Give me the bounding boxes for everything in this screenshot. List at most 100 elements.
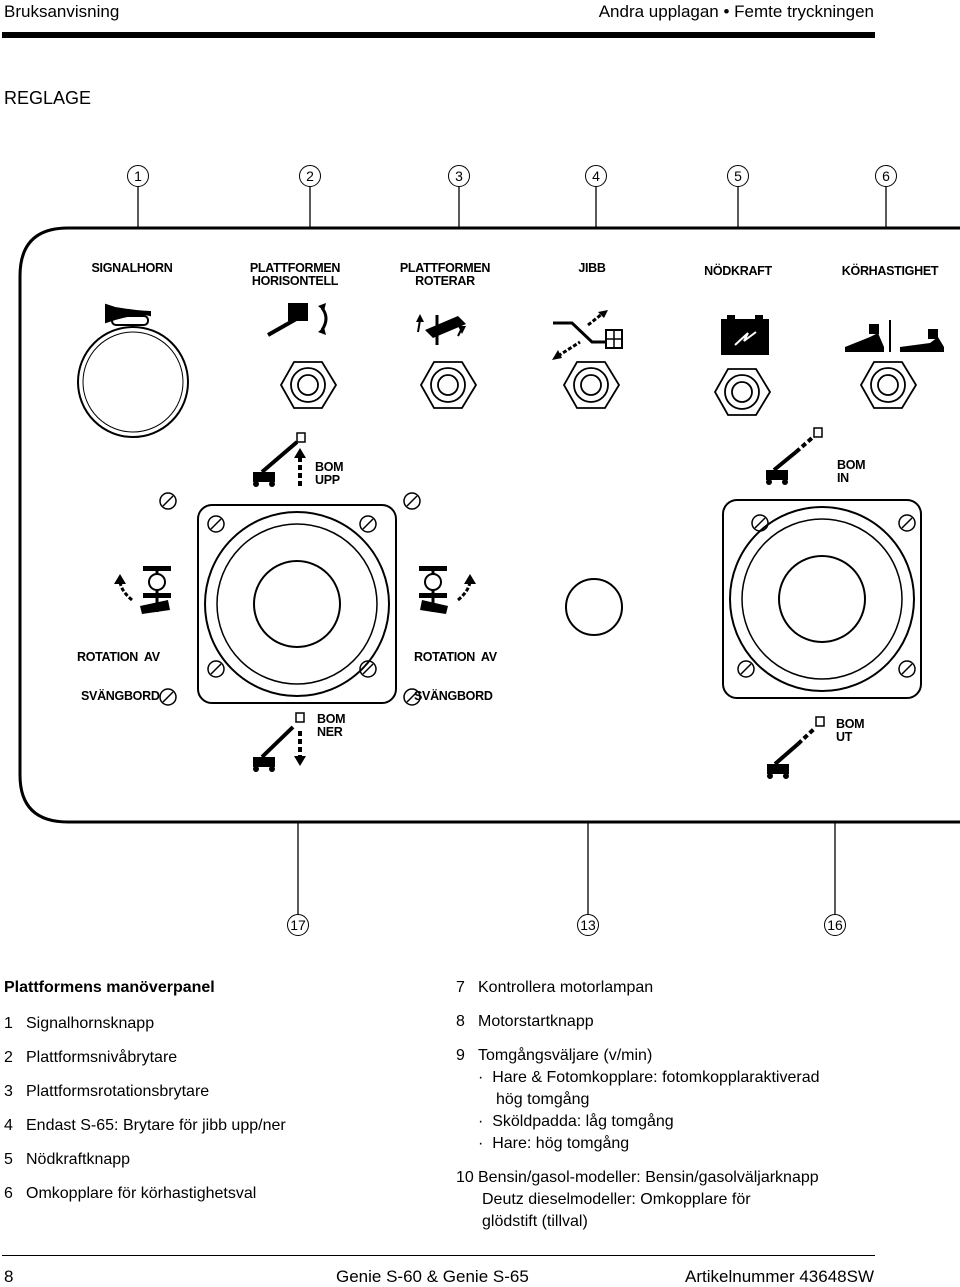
label-bom-upp-1: BOM: [315, 460, 344, 474]
right-joystick: [722, 499, 922, 699]
screws: [159, 492, 916, 706]
legend-subtext: Sköldpadda: låg tomgång: [492, 1113, 674, 1130]
toggle-switch-4: [562, 361, 621, 409]
legend-subtext: Deutz dieselmodeller: Omkopplare för: [482, 1191, 751, 1208]
label-platform-rotate-1: PLATTFORMEN: [399, 261, 491, 275]
footer-title: Genie S-60 & Genie S-65: [336, 1267, 529, 1286]
legend-item: 9 Tomgångsväljare (v/min): [456, 1045, 896, 1067]
legend-subitem-cont: glödstift (tillval): [456, 1211, 896, 1233]
toggle-switch-2: [279, 361, 338, 409]
signal-horn-button: [77, 326, 189, 438]
boom-out-icon: [767, 716, 825, 779]
legend-title: Plattformens manöverpanel: [4, 979, 215, 996]
toggle-switch-5: [713, 368, 772, 416]
legend-subtext: hög tomgång: [496, 1091, 590, 1108]
left-joystick: [197, 504, 397, 704]
turntable-rotate-right-icon: [419, 566, 476, 614]
header-rule: [2, 32, 875, 38]
legend-num: 7: [456, 979, 465, 996]
legend-text: Tomgångsväljare (v/min): [478, 1047, 653, 1064]
label-signalhorn: SIGNALHORN: [91, 261, 173, 275]
label-bom-upp-2: UPP: [315, 473, 340, 487]
callout-6: 6: [875, 165, 897, 187]
footer-page-number: 8: [4, 1267, 14, 1286]
legend-item: 2 Plattformsnivåbrytare: [4, 1047, 434, 1069]
legend-item: 5 Nödkraftknapp: [4, 1149, 434, 1171]
label-rotation-left: ROTATION AV SVÄNGBORD: [77, 625, 160, 716]
jib-icon: [552, 310, 623, 360]
toggle-switch-3: [419, 361, 478, 409]
engine-lamp: [565, 578, 623, 636]
label-bom-upp: BOM UPP: [315, 460, 344, 487]
legend-num: 4: [4, 1117, 13, 1134]
legend-subtext: Hare: hög tomgång: [492, 1135, 630, 1152]
boom-in-icon: [766, 427, 823, 485]
label-rotation-right: ROTATION AV SVÄNGBORD: [414, 625, 497, 716]
legend-item: 1 Signalhornsknapp: [4, 1013, 434, 1035]
horn-icon: [105, 303, 151, 326]
legend-num: 1: [4, 1015, 13, 1032]
label-platform-level-2: HORISONTELL: [251, 274, 339, 288]
legend-left: Plattformens manöverpanel 1 Signalhornskn…: [4, 977, 434, 1205]
boom-down-icon: [253, 712, 306, 772]
legend-num: 10: [456, 1169, 474, 1186]
label-bom-ut-2: UT: [836, 730, 853, 744]
platform-level-icon: [267, 303, 328, 337]
legend-num: 8: [456, 1013, 465, 1030]
legend-num: 5: [4, 1151, 13, 1168]
header-left: Bruksanvisning: [4, 2, 120, 21]
legend-text: Plattformsrotationsbrytare: [26, 1083, 210, 1100]
callout-5: 5: [727, 165, 749, 187]
legend-num: 9: [456, 1047, 465, 1064]
legend-text: Plattformsnivåbrytare: [26, 1049, 178, 1066]
legend-item: 7 Kontrollera motorlampan: [456, 977, 896, 999]
footer-rule: [2, 1255, 875, 1256]
label-platform-level-1: PLATTFORMEN: [249, 261, 341, 275]
callout-16: 16: [824, 914, 846, 936]
label-platform-rotate-2: ROTERAR: [415, 274, 475, 288]
label-bom-in: BOM IN: [837, 458, 866, 485]
section-title: REGLAGE: [4, 88, 92, 108]
battery-icon: [721, 315, 769, 355]
boom-up-icon: [253, 432, 306, 487]
label-rotation-right-2: SVÄNGBORD: [414, 689, 493, 703]
callout-3: 3: [448, 165, 470, 187]
label-platform-level: PLATTFORMEN HORISONTELL: [240, 262, 350, 288]
label-bom-ut: BOM UT: [836, 717, 865, 744]
legend-subtext: glödstift (tillval): [482, 1213, 588, 1230]
label-bom-in-1: BOM: [837, 458, 866, 472]
legend-num: 6: [4, 1185, 13, 1202]
label-rotation-right-1: ROTATION AV: [414, 650, 497, 664]
legend-item: 6 Omkopplare för körhastighetsval: [4, 1183, 434, 1205]
legend-text: Signalhornsknapp: [26, 1015, 155, 1032]
legend-text: Kontrollera motorlampan: [478, 979, 654, 996]
platform-rotate-icon: [416, 314, 466, 345]
label-platform-rotate: PLATTFORMEN ROTERAR: [386, 262, 504, 288]
legend-subitem-cont: hög tomgång: [456, 1089, 896, 1111]
legend-subitem: · Hare & Fotomkopplare: fotomkopplarakti…: [478, 1069, 820, 1086]
label-nodkraft: NÖDKRAFT: [704, 264, 772, 278]
callout-1: 1: [127, 165, 149, 187]
label-bom-ner-2: NER: [317, 725, 343, 739]
legend-num: 3: [4, 1083, 13, 1100]
label-bom-in-2: IN: [837, 471, 849, 485]
label-bom-ut-1: BOM: [836, 717, 865, 731]
legend-subtext: Hare & Fotomkopplare: fotomkopplaraktive…: [492, 1069, 820, 1086]
header-right: Andra upplagan • Femte tryckningen: [598, 2, 874, 21]
legend-item: 3 Plattformsrotationsbrytare: [4, 1081, 434, 1103]
legend-num: 2: [4, 1049, 13, 1066]
legend-text: Omkopplare för körhastighetsval: [26, 1185, 257, 1202]
drive-speed-icon: [845, 320, 944, 352]
callout-2: 2: [299, 165, 321, 187]
label-bom-ner: BOM NER: [317, 713, 346, 739]
legend-text: Bensin/gasol-modeller: Bensin/gasolvälja…: [478, 1169, 819, 1186]
legend-text: Nödkraftknapp: [26, 1151, 131, 1168]
footer-part-number: Artikelnummer 43648SW: [685, 1267, 874, 1286]
label-jibb: JIBB: [578, 261, 606, 275]
toggle-switch-6: [859, 361, 918, 409]
label-rotation-left-2: SVÄNGBORD: [81, 689, 160, 703]
